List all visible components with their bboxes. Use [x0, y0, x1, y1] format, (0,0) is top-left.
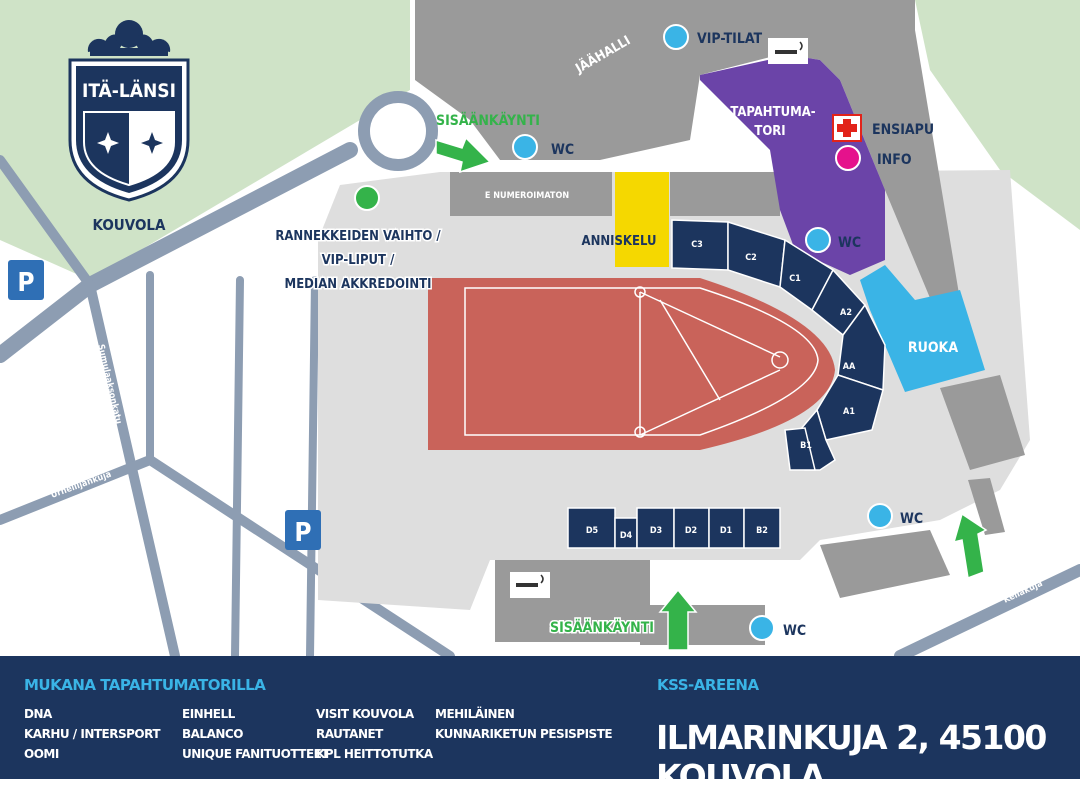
section-b2: B2: [756, 526, 768, 536]
wc-label-2: WC: [838, 235, 861, 251]
wc-dot-2: [805, 227, 831, 253]
smoking-icon: [768, 38, 808, 64]
ruoka-label: RUOKA: [908, 340, 958, 356]
venue-address: ILMARINKUJA 2, 45100 KOUVOLA: [656, 718, 1047, 796]
parking-icon: [8, 260, 44, 300]
info-label: INFO: [877, 152, 912, 168]
sponsor-column-4: MEHILÄINEN KUNNARIKETUN PESISPISTE: [435, 704, 613, 744]
sponsor-item: KARHU / INTERSPORT: [24, 727, 161, 741]
field-lines: [464, 286, 819, 438]
section-d4: D4: [620, 531, 633, 541]
smoking-icon: [510, 572, 550, 598]
sponsor-item: VISIT KOUVOLA: [316, 707, 414, 721]
wc-label-4: WC: [783, 623, 806, 639]
sponsor-item: KPL HEITTOTUTKA: [316, 747, 433, 761]
club-logo: ITÄ-LÄNSI KOUVOLA: [68, 20, 190, 234]
logo-city: KOUVOLA: [93, 216, 166, 234]
sponsor-item: RAUTANET: [316, 727, 383, 741]
wc-dot-4: [749, 615, 775, 641]
section-a1: A1: [843, 407, 855, 417]
wc-dot-1: [512, 134, 538, 160]
section-d2: D2: [685, 526, 697, 536]
parking-icon-label: P: [294, 518, 311, 548]
sponsors-title: MUKANA TAPAHTUMATORILLA: [24, 676, 266, 694]
entrance-arrow-2: [658, 588, 698, 651]
sponsor-item: EINHELL: [182, 707, 235, 721]
e-stand-label: E NUMEROIMATON: [485, 191, 569, 201]
stadium-map: C3 C2 C1 A2 AA A1 B1 D5 D4 D3 D2 D1 B2 J…: [0, 0, 1080, 779]
section-aa: AA: [843, 362, 856, 372]
anniskelu-label: ANNISKELU: [582, 234, 657, 249]
entrance-label-2: SISÄÄNKÄYNTI: [550, 619, 654, 636]
sponsor-item: KUNNARIKETUN PESISPISTE: [435, 727, 613, 741]
ruoka-area: [860, 265, 985, 392]
section-b1: B1: [800, 441, 812, 451]
section-c3: C3: [691, 240, 703, 250]
wc-label-1: WC: [551, 142, 574, 158]
sponsor-item: DNA: [24, 707, 52, 721]
ensiapu-label: ENSIAPU: [872, 122, 934, 138]
logo-name: ITÄ-LÄNSI: [82, 78, 176, 102]
section-d5: D5: [586, 526, 599, 536]
sponsor-column-2: EINHELL BALANCO UNIQUE FANITUOTTEET: [182, 704, 330, 764]
street-urheilijankuja: Urheilijankuja: [50, 470, 113, 501]
rannekkeet-line-3: MEDIAN AKKREDOINTI: [285, 277, 432, 292]
section-c1: C1: [789, 274, 801, 284]
entrance-arrow-1: [435, 136, 492, 174]
rannekkeet-line-2: VIP-LIPUT /: [322, 253, 396, 268]
grass-area-right: [915, 0, 1080, 230]
vip-tilat-label: VIP-TILAT: [697, 31, 763, 47]
parking-icon-label: P: [17, 268, 34, 298]
section-a2: A2: [840, 308, 852, 318]
tapahtumatori-area: [700, 55, 885, 275]
entrance-label-1: SISÄÄNKÄYNTI: [436, 112, 540, 129]
wc-label-3: WC: [900, 511, 923, 527]
info-dot: [835, 145, 861, 171]
rannekkeet-line-1: RANNEKKEIDEN VAIHTO /: [275, 229, 441, 244]
sponsor-item: OOMI: [24, 747, 59, 761]
sponsor-item: UNIQUE FANITUOTTEET: [182, 747, 330, 761]
sponsor-item: BALANCO: [182, 727, 243, 741]
wc-markers: [512, 24, 893, 641]
wristband-dot: [354, 185, 380, 211]
sponsor-item: MEHILÄINEN: [435, 707, 515, 721]
section-d1: D1: [720, 526, 733, 536]
tapahtumatori-label-1: TAPAHTUMA-: [730, 105, 815, 120]
map-canvas: C3 C2 C1 A2 AA A1 B1 D5 D4 D3 D2 D1 B2 J…: [0, 0, 1080, 656]
sponsor-column-3: VISIT KOUVOLA RAUTANET KPL HEITTOTUTKA: [316, 704, 433, 764]
section-d3: D3: [650, 526, 662, 536]
parking-icon: [285, 510, 321, 550]
footer-panel: MUKANA TAPAHTUMATORILLA DNA KARHU / INTE…: [0, 656, 1080, 796]
anniskelu-area: [615, 172, 669, 267]
stand-sections: [567, 219, 886, 549]
section-c2: C2: [745, 253, 757, 263]
tapahtumatori-label-2: TORI: [754, 124, 785, 139]
venue-name: KSS-AREENA: [657, 676, 759, 694]
entrance-arrow-3: [952, 512, 988, 580]
wc-dot-3: [867, 503, 893, 529]
buildings: [415, 0, 1025, 645]
vip-tilat-dot: [663, 24, 689, 50]
sponsor-column-1: DNA KARHU / INTERSPORT OOMI: [24, 704, 161, 764]
playing-field: [428, 278, 835, 450]
roundabout: [358, 91, 438, 171]
